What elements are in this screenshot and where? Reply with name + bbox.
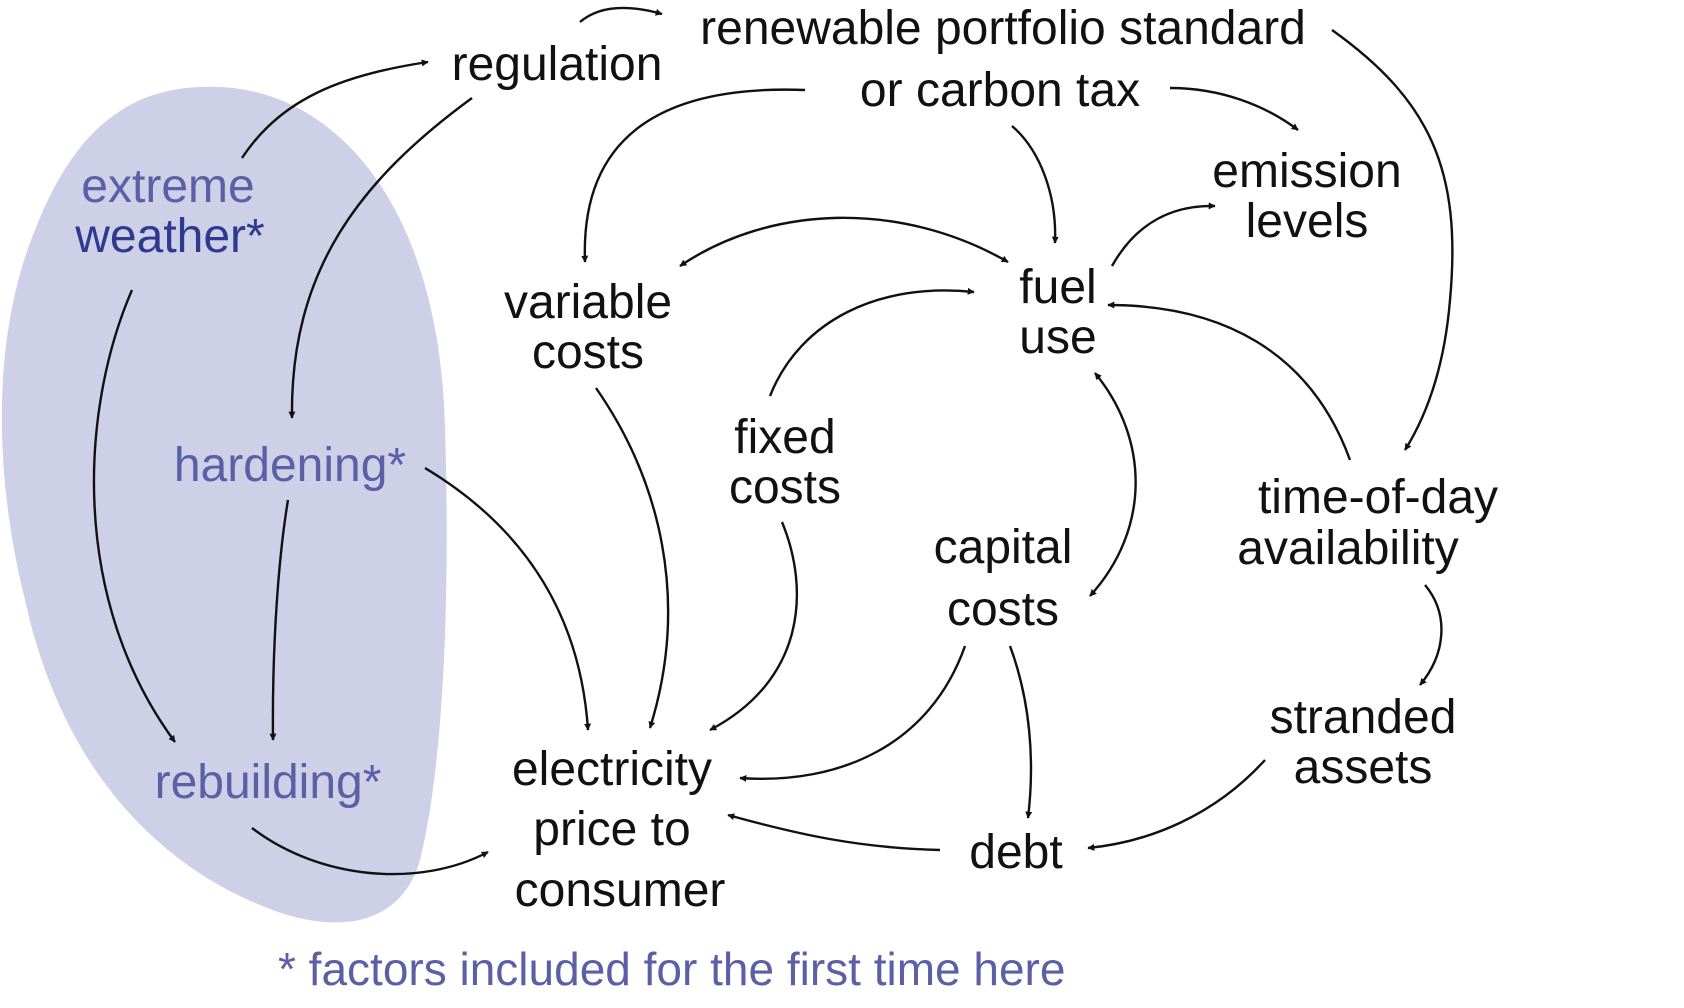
edge-fixed-costs-to-price [709,521,799,732]
edge-capital-costs-to-price [739,645,967,782]
node-variable-line2: costs [532,326,644,379]
node-fixed-line2: costs [729,461,841,514]
node-emission-line2: levels [1246,195,1369,248]
edge-stranded-assets-to-debt [1087,759,1266,851]
edge-extreme-weather-to-rebuilding [92,289,176,743]
node-capital-costs: capital costs [934,521,1073,636]
node-stranded-line1: stranded [1270,691,1457,744]
node-rps-line1: renewable portfolio standard [700,2,1306,55]
edge-variable-costs-to-price [595,387,670,729]
edge-variable-fuel-bidirectional [679,216,1009,267]
node-fuel-line2: use [1019,311,1096,364]
edge-fuel-use-to-emission-levels [1110,202,1216,267]
new-factors-region [1,86,447,923]
nodes: regulation renewable portfolio standard … [74,2,1498,995]
node-stranded-line2: assets [1294,741,1433,794]
node-price-line3: consumer [515,864,726,917]
node-electricity-price: electricity price to consumer [512,743,725,917]
edge-time-of-day-to-stranded-assets [1419,584,1443,686]
edge-hardening-to-rebuilding [269,499,290,741]
edge-regulation-to-rps [579,6,663,23]
node-extreme-line2: weather* [74,210,264,263]
node-fixed-line1: fixed [734,411,835,464]
edge-hardening-to-price [424,466,592,731]
node-fuel-use: fuel use [1019,261,1096,364]
node-rps-line2: or carbon tax [860,64,1140,117]
node-extreme-weather: extreme weather* [74,160,264,263]
node-emission-levels: emission levels [1212,145,1401,248]
edge-rps-to-variable-costs [581,88,806,263]
edge-rps-to-fuel-use [1011,125,1059,244]
edge-extreme-weather-to-regulation [240,59,429,159]
edge-capital-costs-to-debt [1008,645,1033,819]
edge-capital-fuel-bidirectional [1089,372,1137,597]
node-extreme-line1: extreme [81,160,254,213]
node-time-of-day-availability: time-of-day availability [1237,471,1498,575]
node-emission-line1: emission [1212,145,1401,198]
node-timeofday-line2: availability [1237,522,1458,575]
edge-rebuilding-to-price [251,827,489,876]
node-price-line1: electricity [512,743,712,796]
node-price-line2: price to [533,803,690,856]
edge-rps-to-time-of-day [1331,29,1454,451]
edge-debt-to-price [727,813,941,852]
node-variable-line1: variable [504,276,672,329]
node-stranded-assets: stranded assets [1270,691,1457,794]
edge-rps-to-emission-levels [1169,86,1299,131]
node-variable-costs: variable costs [504,276,672,379]
node-rps-carbon-tax: renewable portfolio standard or carbon t… [700,2,1306,117]
node-capital-line1: capital [934,521,1073,574]
node-rebuilding: rebuilding* [155,756,382,809]
node-debt: debt [969,826,1062,879]
node-timeofday-line1: time-of-day [1258,471,1498,524]
node-hardening: hardening* [174,439,406,492]
edge-time-of-day-to-fuel-use [1107,301,1352,461]
edge-fixed-costs-to-fuel-use [768,287,975,397]
edge-regulation-to-hardening [288,97,473,419]
footnote: * factors included for the first time he… [278,943,1065,995]
node-capital-line2: costs [947,583,1059,636]
node-regulation: regulation [452,38,663,91]
node-fixed-costs: fixed costs [729,411,841,514]
edges [92,6,1454,876]
node-fuel-line1: fuel [1019,261,1096,314]
